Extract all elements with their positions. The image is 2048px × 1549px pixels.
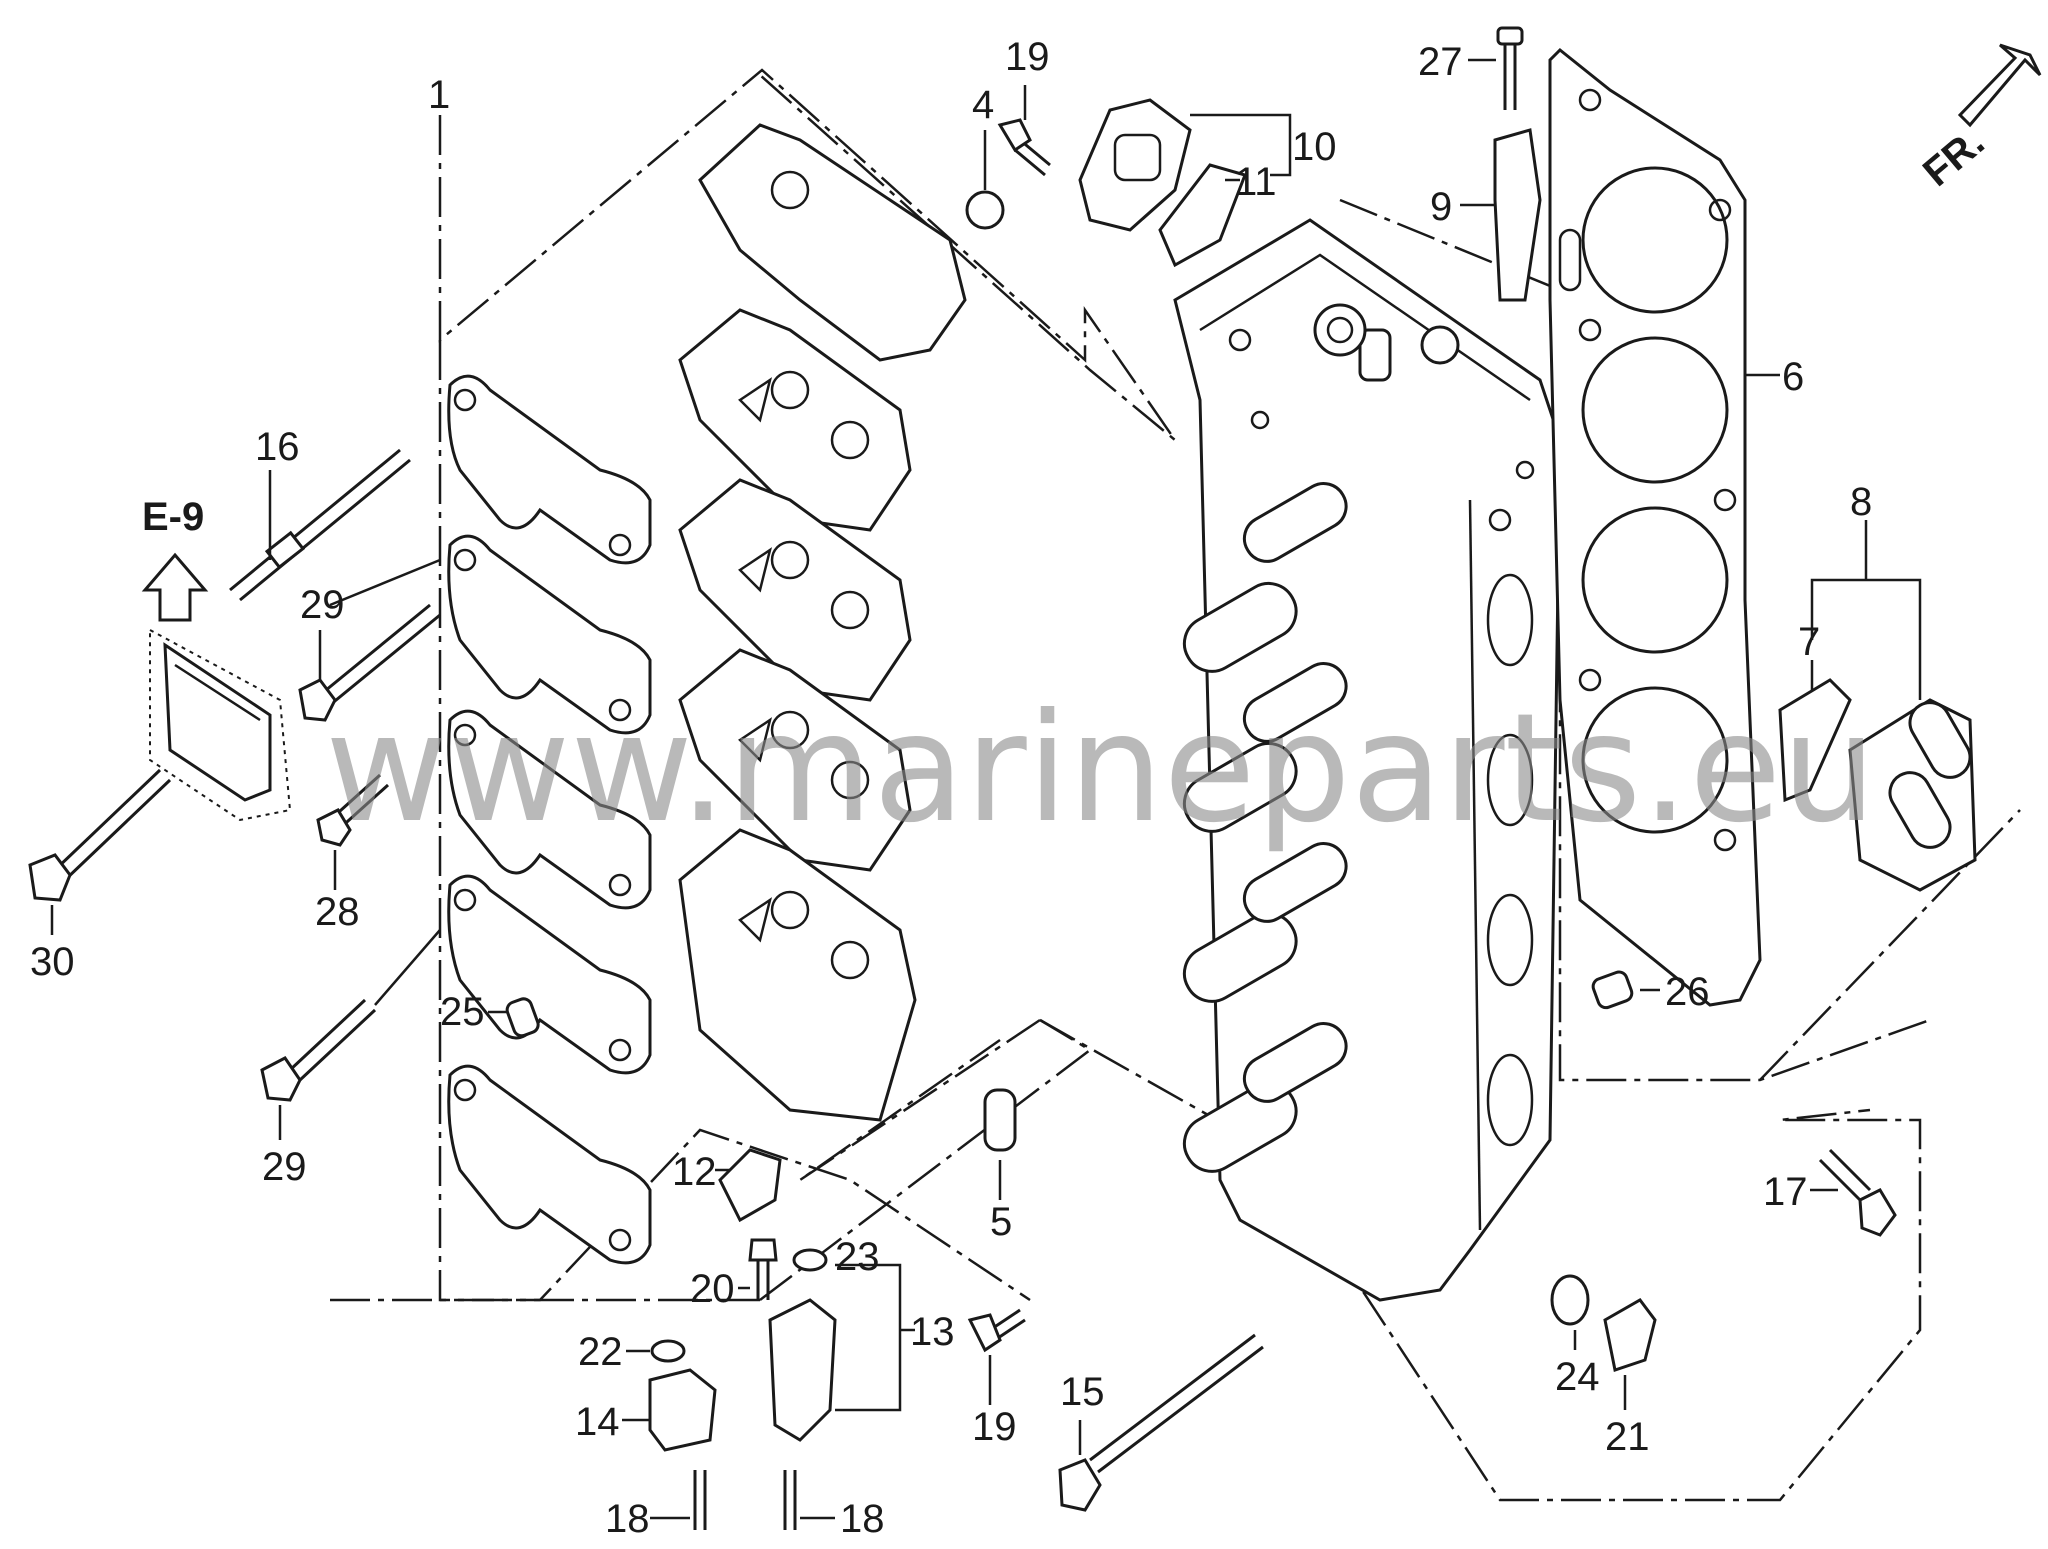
e9-reference: E-9 <box>141 495 292 822</box>
callout-30: 30 <box>30 940 75 984</box>
camshaft-holders-right <box>678 123 967 1122</box>
cylinder-head <box>1173 218 1562 1302</box>
callout-19b: 19 <box>972 1405 1017 1449</box>
callout-23: 23 <box>835 1235 880 1279</box>
callout-26: 26 <box>1665 970 1710 1014</box>
callout-24: 24 <box>1555 1355 1600 1399</box>
callout-29b: 29 <box>262 1145 307 1189</box>
cover-plate <box>163 642 272 802</box>
callout-16: 16 <box>255 425 300 469</box>
callout-11: 11 <box>1235 160 1277 204</box>
front-direction-indicator: FR. <box>1915 43 2042 195</box>
head-bolts-left <box>28 448 441 1140</box>
callout-14: 14 <box>575 1400 620 1444</box>
callout-12: 12 <box>672 1150 717 1194</box>
callout-18a: 18 <box>605 1497 650 1541</box>
e9-label: E-9 <box>142 495 204 539</box>
callout-4: 4 <box>972 83 994 127</box>
callout-10: 10 <box>1292 125 1337 169</box>
callout-27: 27 <box>1418 40 1463 84</box>
top-small-parts <box>965 26 1542 302</box>
up-arrow-icon <box>141 552 209 622</box>
callout-15: 15 <box>1060 1370 1105 1414</box>
callout-8: 8 <box>1850 480 1872 524</box>
callout-7: 7 <box>1798 620 1820 664</box>
watermark-text: www.marineparts.eu <box>325 682 1877 856</box>
callout-21: 21 <box>1605 1415 1650 1459</box>
bottom-small-parts <box>622 1088 1657 1530</box>
callout-22: 22 <box>578 1330 623 1374</box>
callout-6: 6 <box>1782 355 1804 399</box>
callout-29a: 29 <box>300 583 345 627</box>
callout-18b: 18 <box>840 1497 885 1541</box>
front-arrow-icon <box>1957 43 2042 128</box>
front-label: FR. <box>1915 120 1993 195</box>
callout-17: 17 <box>1763 1170 1808 1214</box>
callout-19a: 19 <box>1005 35 1050 79</box>
callout-labels: 1 4 19 10 11 27 9 6 8 7 16 29 28 30 25 2… <box>30 35 1872 1541</box>
callout-13: 13 <box>910 1310 955 1354</box>
callout-28: 28 <box>315 890 360 934</box>
callout-20: 20 <box>690 1267 735 1311</box>
camshaft-holders-left <box>447 374 652 1265</box>
callout-5: 5 <box>990 1200 1012 1244</box>
callout-25: 25 <box>440 990 485 1034</box>
callout-9: 9 <box>1430 185 1452 229</box>
right-small-parts <box>1591 520 1977 1237</box>
callout-1: 1 <box>428 73 450 117</box>
head-gasket <box>1548 47 1780 1007</box>
